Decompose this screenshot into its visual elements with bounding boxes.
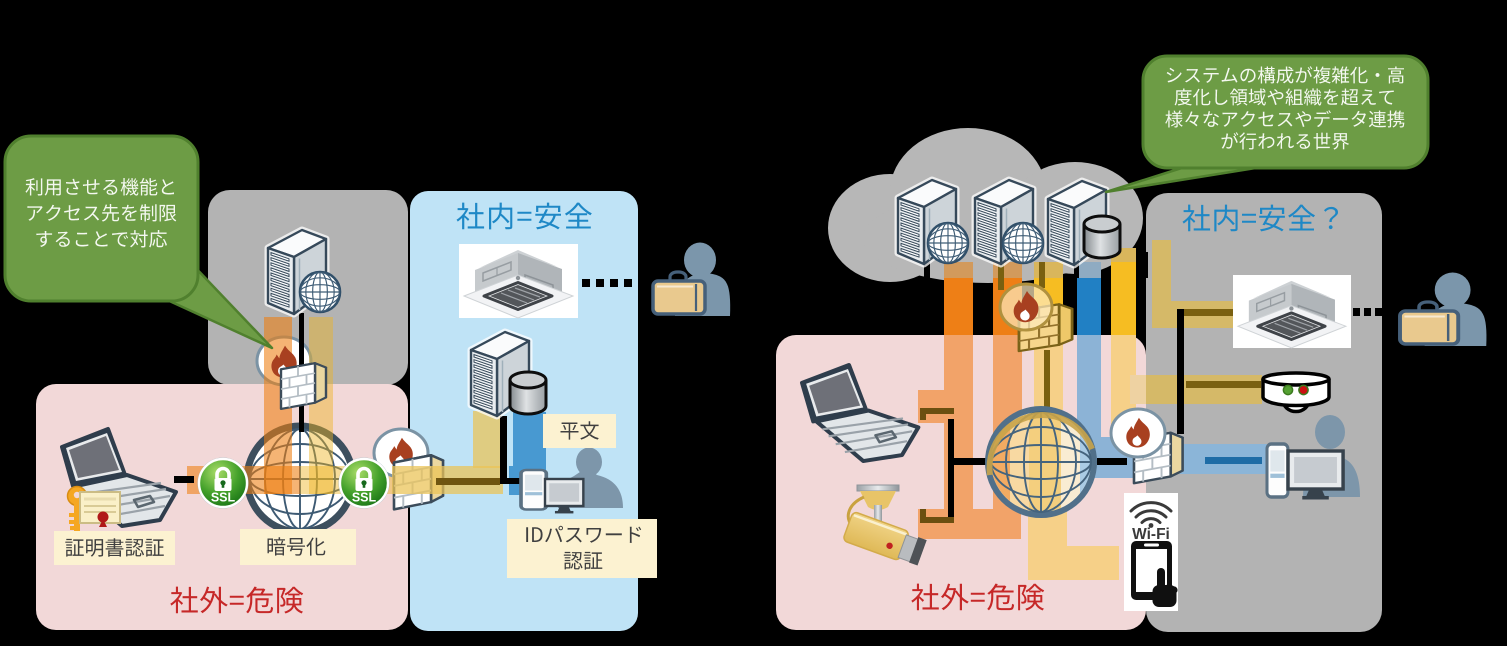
svg-text:Wi-Fi: Wi-Fi	[1132, 526, 1170, 543]
